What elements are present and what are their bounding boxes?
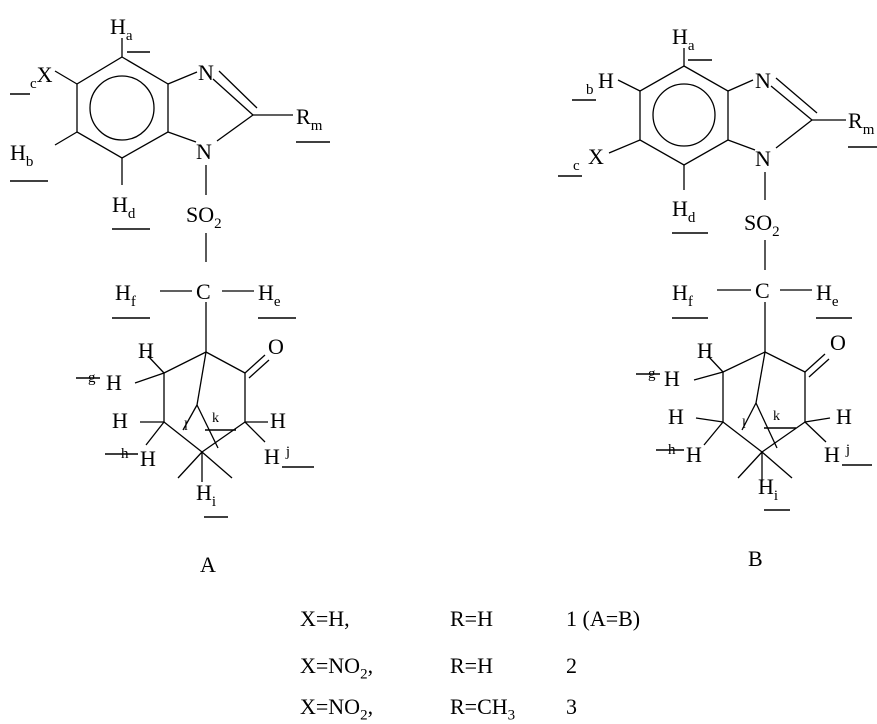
label-he: He	[816, 280, 839, 310]
legend-x-3: X=NO2,	[300, 694, 374, 724]
label-hj-top: H	[270, 408, 286, 433]
aromatic-circle-a	[89, 75, 155, 141]
label-l: l	[742, 417, 746, 432]
label-n-bottom: N	[196, 139, 212, 164]
label-hh-top: H	[112, 408, 128, 433]
label-he: He	[258, 280, 281, 310]
label-l: l	[184, 419, 188, 434]
legend-id-2: 2	[566, 653, 577, 678]
label-hd: Hd	[112, 192, 136, 222]
label-hi: Hi	[758, 474, 778, 504]
aromatic-circle-b	[652, 83, 716, 147]
legend-x-1: X=H,	[300, 606, 350, 631]
label-cx: cX	[30, 62, 53, 92]
label-so2: SO2	[186, 202, 222, 232]
label-hd: Hd	[672, 196, 696, 226]
label-o: O	[830, 330, 846, 355]
label-hg-top: H	[697, 338, 713, 363]
label-rm: Rm	[848, 108, 875, 138]
legend-r-1: R=H	[450, 606, 493, 631]
label-so2: SO2	[744, 210, 780, 240]
label-hb: Hb	[10, 140, 33, 170]
label-n-top: N	[198, 60, 214, 85]
label-c: C	[196, 279, 211, 304]
label-hf: Hf	[672, 280, 693, 310]
caption-a: A	[200, 552, 216, 577]
label-k: k	[773, 409, 780, 424]
label-ha: Ha	[110, 14, 133, 44]
label-o: O	[268, 334, 284, 359]
label-hh-top: H	[668, 404, 684, 429]
caption-b: B	[748, 546, 763, 571]
label-n-top: N	[755, 68, 771, 93]
label-n-bottom: N	[755, 146, 771, 171]
label-hg-top: H	[138, 338, 154, 363]
label-k: k	[212, 411, 219, 426]
label-hi: Hi	[196, 480, 216, 510]
label-c: C	[755, 278, 770, 303]
legend-r-2: R=H	[450, 653, 493, 678]
legend-id-1: 1 (A=B)	[566, 606, 641, 631]
legend-r-3: R=CH3	[450, 694, 516, 724]
legend-x-2: X=NO2,	[300, 653, 374, 683]
label-hf: Hf	[115, 280, 136, 310]
label-ha: Ha	[672, 24, 695, 54]
label-hj-top: H	[836, 404, 852, 429]
label-rm: Rm	[296, 104, 323, 134]
legend-id-3: 3	[566, 694, 577, 719]
